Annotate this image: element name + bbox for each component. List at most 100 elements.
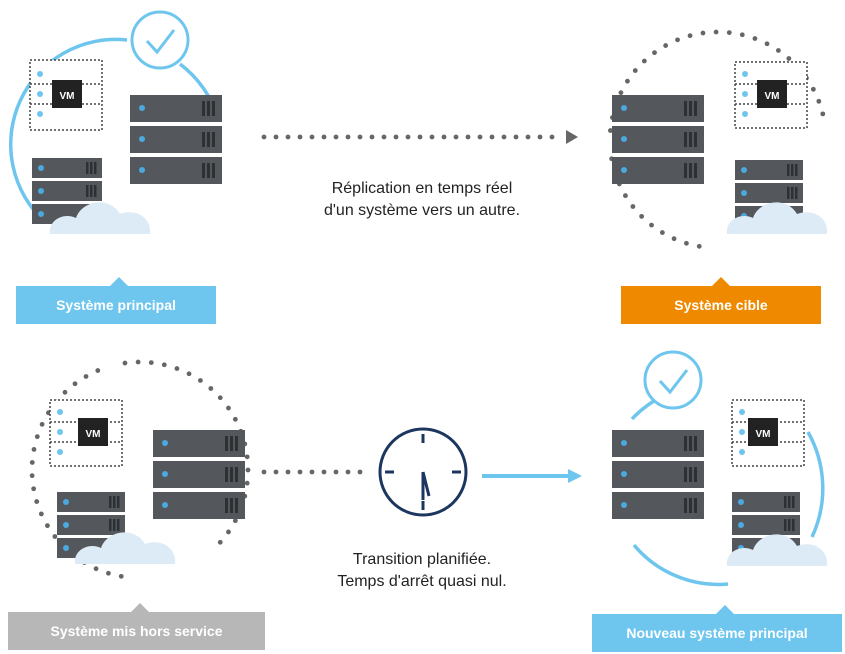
cloud-icon [74,532,176,564]
dot [232,416,238,422]
dot [39,421,45,427]
vm-host-icon: VM [49,399,123,467]
dot [321,134,327,140]
vm-badge: VM [86,429,101,440]
dot [357,134,363,140]
dot [148,360,154,365]
dot [513,134,519,140]
dot [429,134,435,140]
dot [118,573,124,579]
dot [309,469,315,475]
decommissioned-system-label: Système mis hors service [8,603,265,650]
cloud-icon [726,202,828,234]
arrow-icon [566,130,578,144]
dot [641,58,647,64]
dot [671,236,677,242]
dot [489,134,495,140]
dot [345,134,351,140]
checkmark-icon [145,29,176,55]
dot [441,134,447,140]
checkmark-circle-icon [130,10,190,70]
dot [775,48,781,53]
dot [34,499,40,504]
dot [639,213,645,219]
replication-dotted-arrow [261,134,555,140]
dot [29,460,35,465]
dot [135,359,141,365]
dot [345,469,351,475]
primary-system-group: VM [9,10,222,234]
dot [93,566,99,572]
dot [786,56,792,61]
dot [297,134,303,140]
new-primary-system-label: Nouveau système principal [592,605,842,652]
primary-system-label: Système principal [16,277,216,324]
dot [687,33,693,39]
dot [95,368,101,373]
dot [739,32,745,38]
transition-caption-line1: Transition planifiée. [352,551,492,568]
dot [652,50,657,56]
dot [197,378,203,383]
dot [630,204,636,209]
dot [309,134,315,140]
dot [465,134,471,140]
arrow-icon [568,469,582,483]
new-primary-system-group: VM [612,350,828,587]
primary-system-label-text: Système principal [56,297,176,313]
dot [31,446,37,452]
transition-caption: Transition planifiée. Temps d'arrêt quas… [272,549,572,593]
clock-icon [378,427,468,517]
dot [816,98,822,104]
dot [537,134,543,140]
target-system-label-text: Système cible [674,297,768,313]
dot [174,366,180,371]
dot [820,111,826,117]
dot [381,134,387,140]
dot [31,486,37,492]
server-stack-icon [153,430,245,519]
dot [752,36,758,41]
dot [632,68,638,73]
replication-caption-line2: d'un système vers un autre. [323,202,521,219]
dot [285,469,291,475]
dot [83,374,89,379]
dot [405,134,411,140]
dot [663,43,669,48]
vm-host-icon: VM [734,61,808,129]
dot [232,518,238,524]
dot [217,539,223,545]
dot [726,30,732,35]
dot [623,193,628,199]
replication-caption-line1: Réplication en temps réel [331,180,513,197]
dot [273,134,279,140]
dot [525,134,531,140]
server-stack-small-icon [57,492,125,558]
cloud-icon [726,534,828,566]
decommissioned-system-group: VM [29,359,251,579]
vm-badge: VM [765,91,780,102]
new-primary-orbit-arc-bottom [632,543,729,587]
dot [608,128,613,133]
decommissioned-system-label-text: Système mis hors service [50,623,223,639]
dot [321,469,327,475]
dot [696,243,702,249]
dot [161,362,167,368]
checkmark-icon [658,369,689,395]
dot [38,511,44,517]
dot [333,469,339,475]
dot [217,395,223,401]
vm-badge: VM [60,91,75,102]
dot [261,134,267,140]
dot [501,134,507,140]
dot [244,480,250,486]
dot [226,405,231,411]
target-system-group: VM [608,29,828,249]
dot [122,360,128,366]
dot [417,134,423,140]
dot [369,134,375,140]
dot [29,473,35,479]
server-stack-icon [612,95,704,184]
dot [684,240,689,246]
